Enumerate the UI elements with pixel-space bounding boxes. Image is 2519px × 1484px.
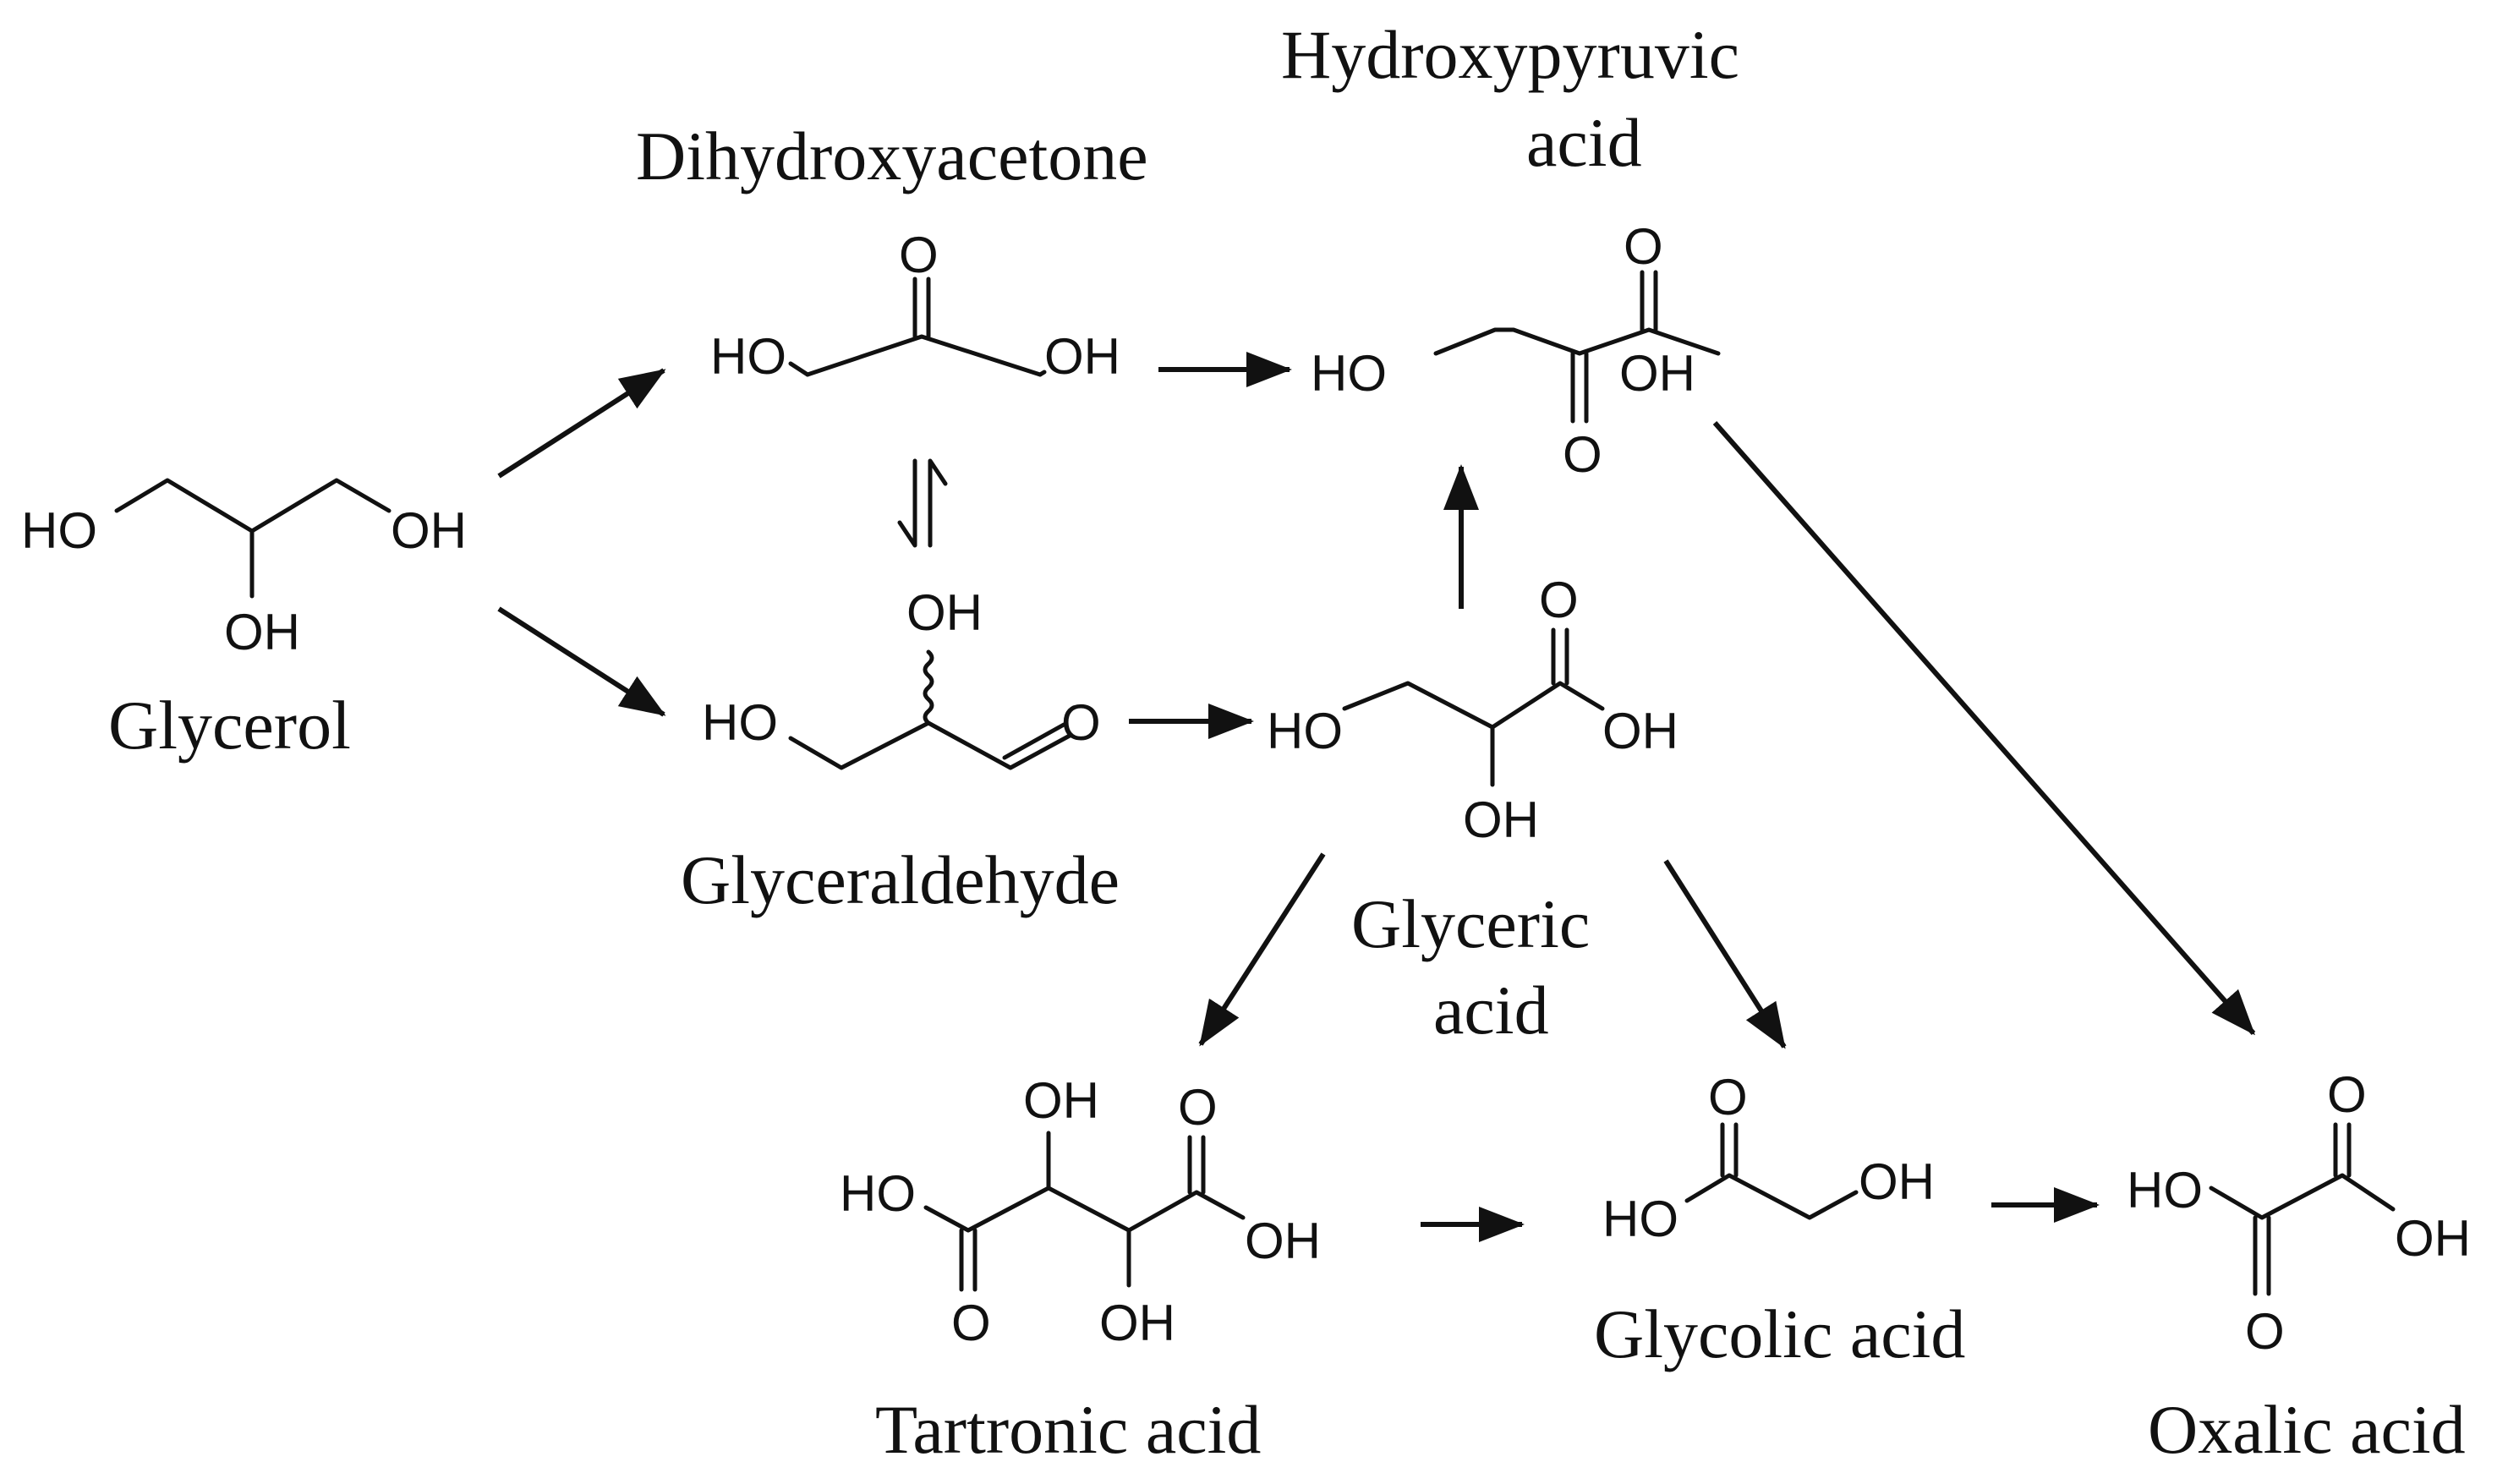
dha-o: O — [899, 227, 939, 283]
glyceric-oh: OH — [1602, 703, 1678, 759]
glyceric-name-line1: Glyceric — [1351, 885, 1590, 962]
glyceraldehyde-co-bond — [1002, 722, 1066, 760]
glycerol-ho: HO — [21, 502, 97, 559]
oxalic-o-top: O — [2327, 1066, 2367, 1123]
glyceraldehyde-ho: HO — [702, 694, 778, 751]
dha-oh: OH — [1044, 328, 1120, 385]
glyceric-acid-structure: HO O OH OH Glyceric acid — [1267, 572, 1678, 1049]
glyceric-bonds — [1342, 681, 1605, 730]
tartronic-oh-right: OH — [1245, 1213, 1321, 1269]
glycolic-bonds — [1684, 1173, 1859, 1220]
hydroxypyruvic-name-line1: Hydroxypyruvic — [1281, 16, 1739, 93]
tartronic-acid-structure: HO OH O OH O OH Tartronic acid — [840, 1072, 1321, 1468]
glycerol-name: Glycerol — [108, 687, 351, 764]
glyceraldehyde-wavy-bond — [923, 649, 934, 726]
reaction-arrows — [497, 352, 2256, 1242]
tartronic-ho: HO — [840, 1165, 916, 1222]
glyceric-name-line2: acid — [1433, 972, 1549, 1049]
tartronic-oh-bottom: OH — [1099, 1295, 1175, 1351]
arrow-glycerol-to-dihydroxyacetone — [497, 368, 666, 479]
equilibrium-arrow-up — [928, 458, 948, 548]
glycolic-acid-structure: O HO OH Glycolic acid — [1594, 1069, 1965, 1372]
hydroxypyruvic-name-line2: acid — [1526, 104, 1642, 181]
glyceraldehyde-oh-top: OH — [906, 584, 983, 641]
oxalic-o-bottom: O — [2245, 1303, 2285, 1360]
tartronic-bonds — [923, 1186, 1246, 1233]
tartronic-o-top: O — [1178, 1079, 1218, 1136]
glycerol-bonds — [114, 478, 392, 534]
dihydroxyacetone-structure: O HO OH Dihydroxyacetone — [636, 118, 1148, 385]
glycolic-oh: OH — [1859, 1153, 1935, 1210]
oxalic-ho: HO — [2127, 1162, 2203, 1218]
glyceraldehyde-name: Glyceraldehyde — [681, 841, 1120, 918]
arrow-hydroxypyruvic-to-oxalic — [1712, 421, 2256, 1036]
hpa-o-bottom: O — [1563, 426, 1602, 483]
glycolic-ho: HO — [1602, 1191, 1678, 1247]
tartronic-o-bottom: O — [951, 1295, 991, 1351]
glycerol-structure: HO OH OH Glycerol — [21, 478, 467, 764]
oxalic-acid-structure: HO O OH O Oxalic acid — [2127, 1066, 2471, 1468]
equilibrium-arrow-down — [897, 458, 917, 548]
oxalic-oh: OH — [2395, 1210, 2471, 1267]
glycerol-oh-right: OH — [391, 502, 467, 559]
dha-bonds — [805, 334, 1043, 377]
oxalic-bonds — [2209, 1173, 2396, 1220]
dha-ho: HO — [710, 328, 786, 385]
tartronic-name: Tartronic acid — [875, 1391, 1261, 1468]
glycolic-o: O — [1708, 1069, 1748, 1125]
arrow-glycerol-to-glyceraldehyde — [497, 606, 666, 717]
oxalic-name: Oxalic acid — [2148, 1391, 2466, 1468]
arrow-glyceric-to-glycolic — [1663, 859, 1787, 1049]
glyceric-oh-bottom: OH — [1463, 791, 1539, 848]
hydroxypyruvic-acid-structure: HO O O OH Hydroxypyruvic acid — [1281, 16, 1739, 483]
hpa-ho: HO — [1311, 345, 1387, 402]
glyceric-ho: HO — [1267, 703, 1343, 759]
hpa-o-top: O — [1624, 218, 1663, 275]
glyceraldehyde-structure: HO OH O Glyceraldehyde — [681, 584, 1120, 918]
glyceraldehyde-o: O — [1061, 694, 1101, 751]
tartronic-oh-top: OH — [1023, 1072, 1099, 1129]
hpa-oh: OH — [1619, 345, 1695, 402]
glycerol-oh-bottom: OH — [224, 604, 300, 660]
dihydroxyacetone-name: Dihydroxyacetone — [636, 118, 1148, 194]
glyceric-o-top: O — [1539, 572, 1579, 628]
arrow-glyceric-to-tartronic — [1198, 852, 1326, 1047]
glycolic-name: Glycolic acid — [1594, 1295, 1965, 1372]
equilibrium-arrow — [897, 458, 948, 548]
hpa-bonds — [1433, 327, 1721, 356]
